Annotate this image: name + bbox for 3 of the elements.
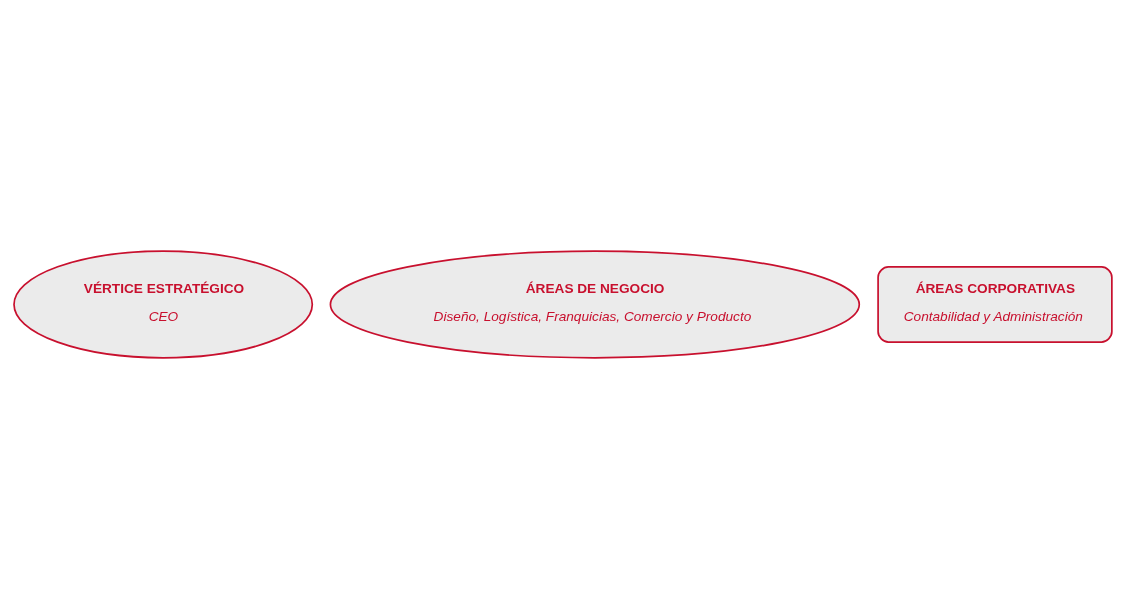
node-box: ÁREAS CORPORATIVAS Contabilidad y Administración [877,265,1113,343]
node-ellipse: ÁREAS DE NEGOCIO Diseño, Logística, Franquicias, Comercio y Producto [329,249,861,359]
node-ellipse: VÉRTICE ESTRATÉGICO CEO [13,249,314,359]
